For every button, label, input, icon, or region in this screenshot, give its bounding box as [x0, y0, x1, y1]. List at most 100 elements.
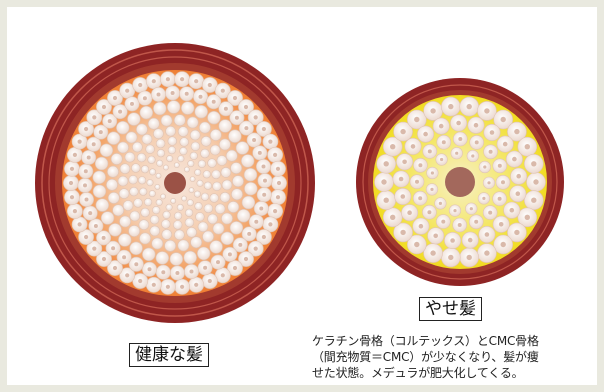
cortex-cell [147, 180, 153, 186]
cell-nucleus [277, 181, 281, 185]
cortex-cell [156, 173, 161, 178]
cell-nucleus [263, 179, 267, 183]
cortex-cell [138, 177, 146, 185]
cortex-cell [136, 124, 147, 135]
cortex-cell [141, 165, 149, 173]
cortex-cell [162, 229, 172, 239]
cortex-cell [163, 211, 171, 219]
cortex-cell [242, 196, 255, 209]
cortex-cell [140, 233, 151, 244]
cortex-cell [142, 134, 152, 144]
cortex-cell [241, 155, 254, 168]
thin-hair-caption: ケラチン骨格（コルテックス）とCMC骨格 （間充物質＝CMC）が少なくなり、髪が… [312, 333, 598, 381]
cell-nucleus [512, 157, 517, 162]
cortex-cell [142, 248, 155, 261]
cortex-cell [190, 177, 195, 182]
cortex-cell [221, 167, 231, 177]
cortex-cell [117, 142, 128, 153]
cell-nucleus [152, 79, 156, 83]
cortex-cell [231, 189, 242, 200]
cell-nucleus [276, 167, 280, 171]
cortex-cell [167, 101, 180, 114]
cell-nucleus [501, 117, 506, 122]
cell-nucleus [166, 77, 170, 81]
cortex-cell [148, 118, 159, 129]
cortex-cell [165, 240, 176, 251]
cortex-cell [174, 212, 182, 220]
cortex-cell [195, 169, 201, 175]
cell-nucleus [468, 238, 473, 243]
cell-nucleus [148, 267, 152, 271]
cortex-cell [187, 227, 197, 237]
cortex-cell [118, 234, 131, 247]
cortex-cell [197, 180, 203, 186]
cell-nucleus [503, 142, 508, 147]
cell-nucleus [483, 165, 486, 168]
cell-nucleus [474, 123, 479, 128]
cell-nucleus [102, 257, 106, 261]
cell-nucleus [194, 79, 198, 83]
cell-nucleus [439, 124, 444, 129]
cortex-cell [149, 190, 155, 196]
cell-nucleus [262, 165, 266, 169]
cell-nucleus [92, 247, 96, 251]
cortex-cell [118, 176, 128, 186]
cortex-cell [129, 175, 138, 184]
cortex-cell [113, 205, 124, 216]
cortex-cell [178, 156, 184, 162]
cell-nucleus [113, 96, 117, 100]
cortex-cell [125, 152, 135, 162]
cell-nucleus [254, 220, 258, 224]
cell-nucleus [467, 104, 472, 109]
cell-nucleus [262, 193, 266, 197]
cell-nucleus [238, 243, 242, 247]
cell-nucleus [419, 224, 424, 229]
cell-nucleus [381, 179, 386, 184]
cortex-cell [120, 216, 131, 227]
cortex-cell [219, 120, 232, 133]
cell-nucleus [94, 224, 98, 228]
cell-nucleus [157, 93, 161, 97]
cell-nucleus [102, 236, 106, 240]
cell-nucleus [122, 255, 126, 259]
cortex-cell [155, 184, 160, 189]
cortex-cell [178, 127, 188, 137]
cortex-cell [198, 222, 208, 232]
cell-nucleus [69, 181, 73, 185]
cell-nucleus [273, 153, 277, 157]
cell-nucleus [244, 105, 248, 109]
cortex-cell [130, 187, 139, 196]
cortex-cell [244, 182, 257, 195]
cell-nucleus [399, 177, 404, 182]
cortex-cell [199, 122, 210, 133]
cell-nucleus [276, 195, 280, 199]
cell-nucleus [498, 164, 502, 168]
cortex-cell [203, 171, 211, 179]
cell-nucleus [185, 92, 189, 96]
cortex-cell [190, 152, 198, 160]
cortex-cell [141, 208, 150, 217]
cortex-cell [157, 149, 165, 157]
cortex-cell [116, 121, 129, 134]
cortex-cell [127, 113, 140, 126]
cell-nucleus [414, 117, 419, 122]
cortex-cell [101, 212, 114, 225]
cell-nucleus [161, 270, 165, 274]
cortex-cell [195, 105, 208, 118]
cell-nucleus [525, 215, 530, 220]
cell-nucleus [485, 232, 490, 237]
cell-nucleus [433, 234, 438, 239]
cell-nucleus [448, 255, 453, 260]
cell-nucleus [228, 252, 232, 256]
cell-nucleus [73, 209, 77, 213]
cell-nucleus [70, 195, 74, 199]
cell-nucleus [138, 83, 142, 87]
cell-nucleus [88, 211, 92, 215]
cell-nucleus [221, 89, 225, 93]
cortex-cell [222, 180, 232, 190]
cell-nucleus [531, 161, 536, 166]
cell-nucleus [501, 180, 505, 184]
cortex-cell [178, 240, 189, 251]
cortex-cell [196, 212, 205, 221]
cell-nucleus [194, 283, 198, 287]
